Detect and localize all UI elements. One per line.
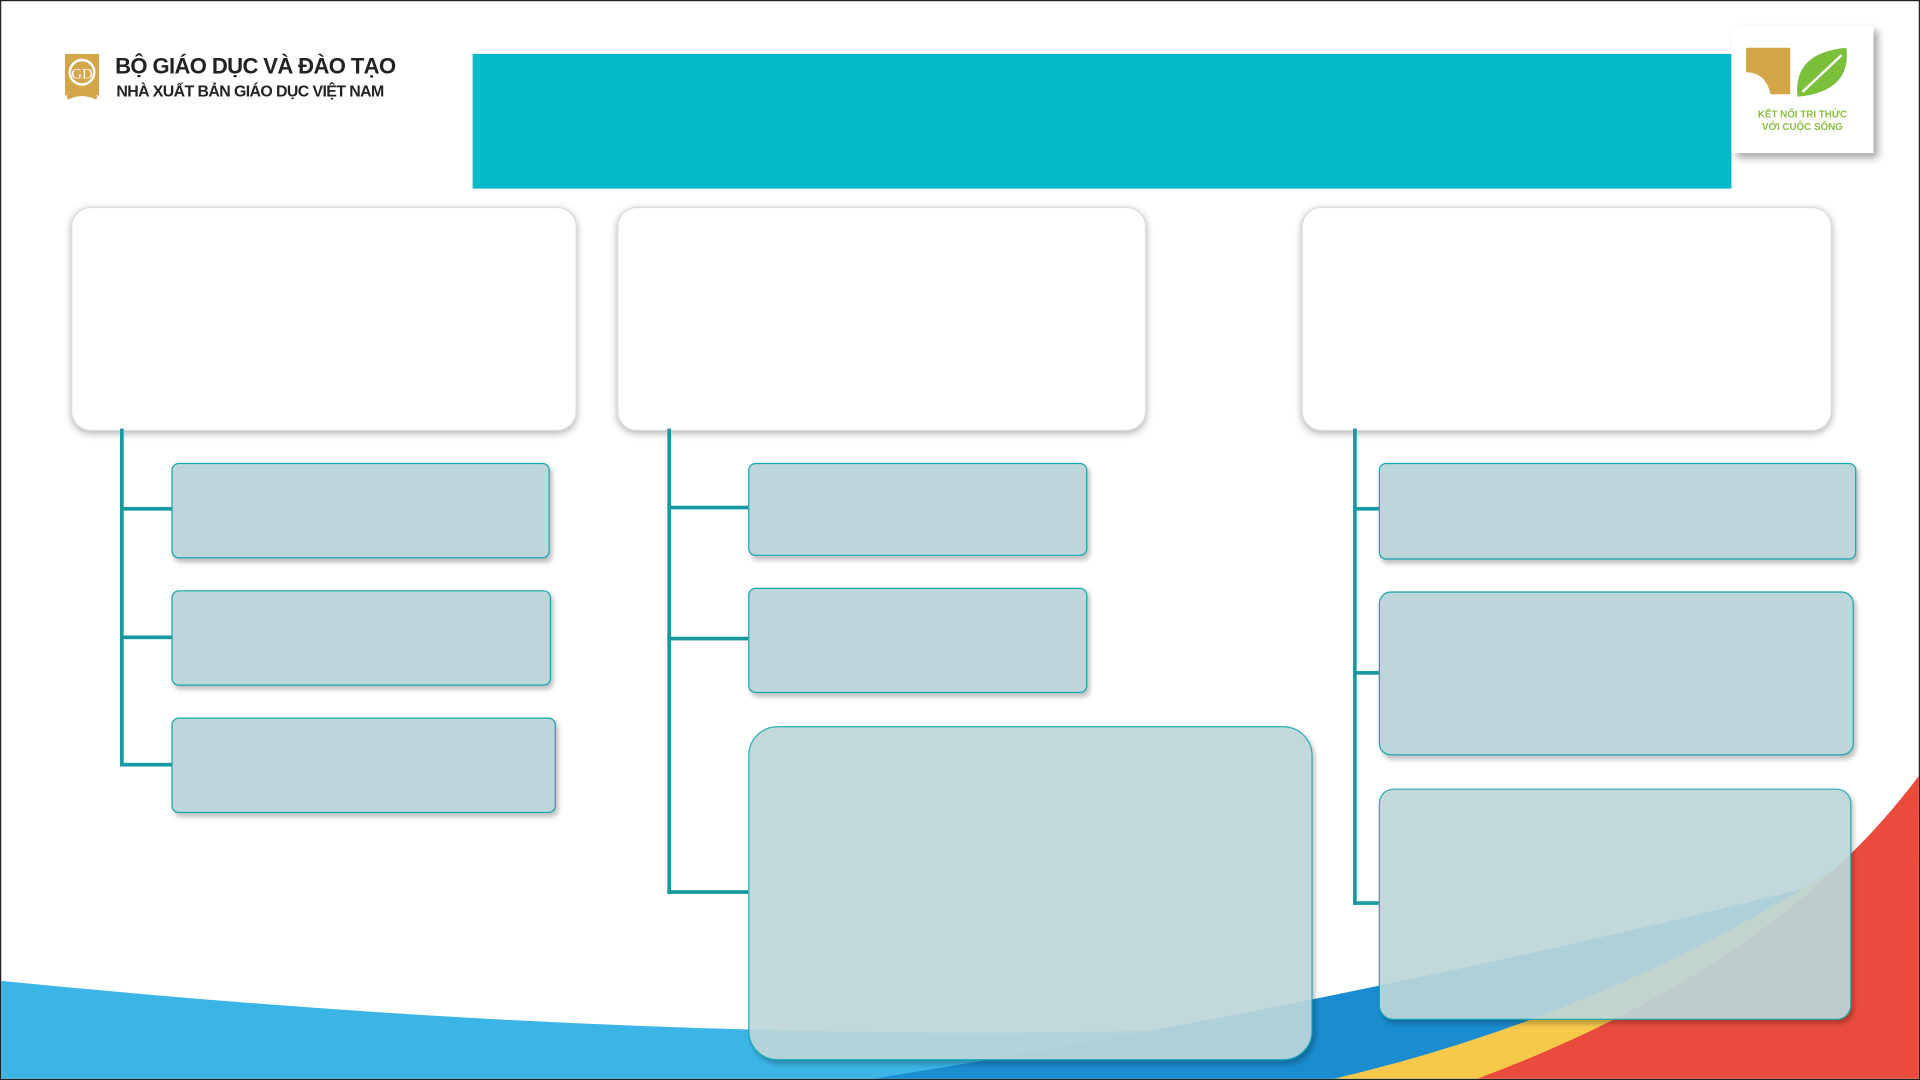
sub-box: [748, 726, 1313, 1061]
title-bar: [472, 53, 1732, 189]
sub-box: [171, 717, 556, 814]
sub-box: [748, 587, 1088, 694]
connector: [667, 636, 749, 641]
connector: [120, 506, 172, 511]
connector: [667, 428, 672, 894]
leaf-logo-icon: [1746, 47, 1847, 97]
connector: [120, 428, 124, 766]
connector: [120, 762, 172, 767]
category-card-3: [1301, 206, 1832, 432]
logo-line-2: VỚI CUỘC SỐNG: [1762, 121, 1843, 133]
category-card-2: [617, 206, 1147, 432]
connector: [667, 890, 749, 894]
sub-box: [1378, 788, 1852, 1021]
connector: [1353, 901, 1379, 905]
sub-box: [1378, 591, 1854, 756]
logo-line-1: KẾT NỐI TRI THỨC: [1757, 108, 1848, 121]
connector: [1353, 428, 1357, 905]
publisher-logo-icon: GD: [64, 53, 100, 100]
category-card-1: [71, 206, 577, 432]
connector: [667, 505, 749, 510]
org-name: BỘ GIÁO DỤC VÀ ĐÀO TẠO: [115, 53, 396, 79]
publisher-name: NHÀ XUẤT BẢN GIÁO DỤC VIỆT NAM: [116, 82, 384, 101]
sub-box: [1378, 462, 1857, 560]
connector: [1353, 671, 1379, 675]
sub-box: [171, 462, 550, 559]
connector: [1353, 506, 1379, 511]
sub-box: [748, 462, 1088, 556]
svg-text:GD: GD: [71, 66, 93, 82]
connector: [120, 635, 172, 640]
series-logo: KẾT NỐI TRI THỨC VỚI CUỘC SỐNG: [1731, 25, 1874, 154]
sub-box: [171, 590, 552, 686]
